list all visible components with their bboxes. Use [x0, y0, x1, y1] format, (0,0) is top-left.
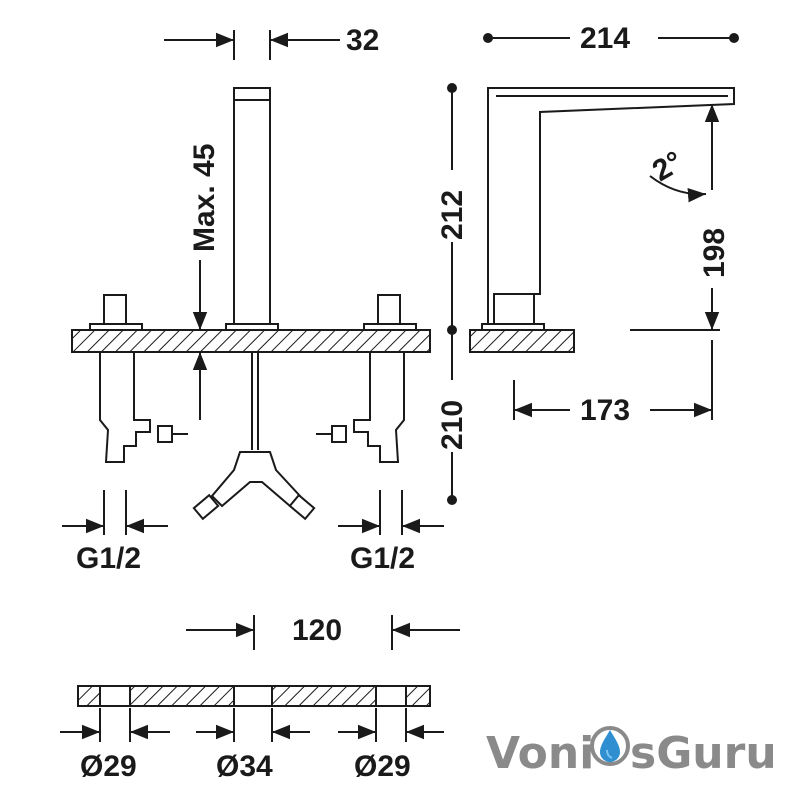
- dim-spout-reach: 173: [580, 394, 630, 427]
- hole-left: [99, 685, 131, 707]
- dim-hole-center: Ø34: [216, 750, 273, 783]
- front-view: 32 Max. 45 G1/2 G1/2 212 210: [62, 24, 469, 575]
- hole-center: [233, 685, 273, 707]
- dim-thread-left: G1/2: [76, 542, 141, 575]
- spout-base-plate: [225, 323, 279, 331]
- dim-hole-right: Ø29: [354, 750, 411, 783]
- water-drop-icon: [590, 726, 630, 766]
- y-fitting-left-outlet: [192, 493, 220, 521]
- dim-outlet-height: 198: [698, 228, 731, 278]
- right-valve-connector: [331, 425, 347, 443]
- spout-profile: [487, 87, 735, 327]
- hole-right: [375, 685, 407, 707]
- dim-overall-height: 212: [436, 190, 469, 240]
- dim-spout-length: 214: [580, 22, 630, 55]
- logo: Voni sGuru: [486, 726, 777, 779]
- right-handle-plate: [363, 323, 417, 331]
- dim-angle: 2°: [647, 145, 688, 188]
- hole-layout: 120 Ø29 Ø34 Ø29: [60, 614, 460, 783]
- logo-text-left: Voni: [486, 728, 594, 779]
- dim-spout-width: 32: [346, 24, 379, 57]
- right-valve-body: [353, 351, 405, 463]
- dim-max-deck: Max. 45: [188, 144, 221, 252]
- deck-slab-side: [469, 329, 575, 353]
- spout-side-plate: [481, 323, 545, 331]
- left-valve-connector: [157, 425, 173, 443]
- y-fitting: [210, 451, 302, 508]
- dim-thread-right: G1/2: [350, 542, 415, 575]
- left-handle: [103, 294, 127, 326]
- left-valve-body: [99, 351, 151, 463]
- right-handle: [377, 294, 401, 326]
- spout-column: [233, 87, 271, 329]
- deck-slab-front: [71, 329, 431, 353]
- dim-below-deck: 210: [436, 400, 469, 450]
- dim-hole-left: Ø29: [80, 750, 137, 783]
- left-handle-plate: [89, 323, 143, 331]
- logo-text-right: sGuru: [630, 728, 777, 779]
- side-view: 214 198 2° 173: [469, 22, 739, 427]
- dim-hole-spacing: 120: [292, 614, 342, 647]
- y-fitting-right-outlet: [288, 493, 316, 521]
- spout-side-base: [493, 293, 535, 325]
